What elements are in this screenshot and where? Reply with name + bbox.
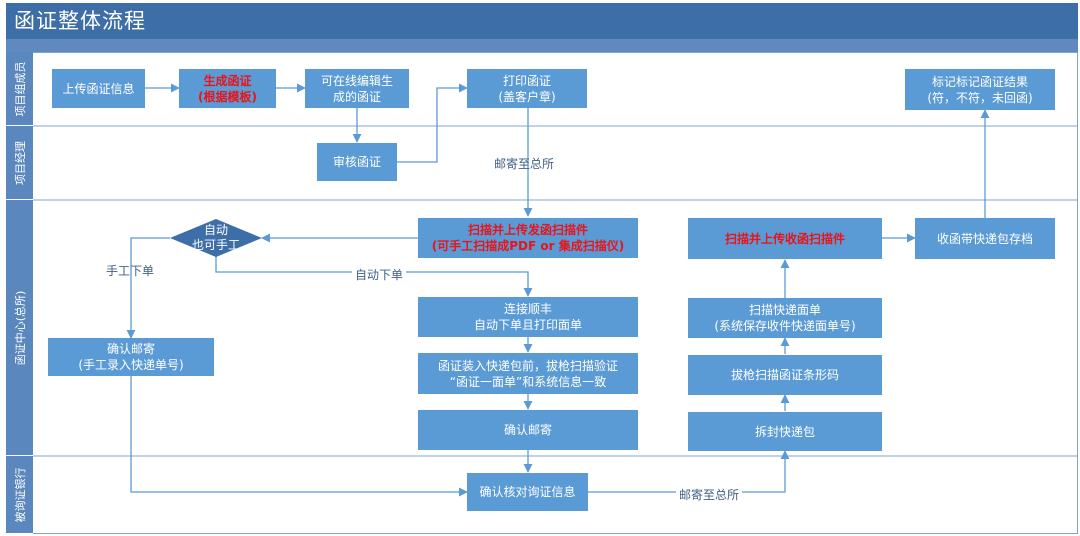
- edge-bank-to-unpack: [588, 450, 790, 493]
- edge-review-to-print: [397, 83, 468, 163]
- node-print-stamp: 打印函证 (盖客户章): [467, 69, 587, 108]
- node-pack-scan: 函证装入快递包前，拔枪扫描验证 “函证一面单”和系统信息一致: [418, 353, 638, 394]
- lane-header-project-manager: 项目经理: [6, 126, 33, 200]
- edge-label-auto-order: 自动下单: [352, 266, 407, 283]
- node-confirm-mail: 确认邮寄: [418, 410, 638, 450]
- edge-label-manual-order: 手工下单: [106, 264, 155, 278]
- node-scan-waybill: 扫描快递面单 (系统保存收件快递面单号): [688, 298, 882, 338]
- node-connect-sf: 连接顺丰 自动下单且打印面单: [418, 297, 638, 337]
- node-manual-confirm: 确认邮寄 (手工录入快递单号): [48, 338, 214, 376]
- edge-decision-manual: [126, 237, 170, 339]
- node-scan-barcode: 拔枪扫描函证条形码: [688, 355, 882, 395]
- edge-label-mail-to-hq-1: 邮寄至总所: [494, 157, 555, 171]
- node-generate: 生成函证 (根据模板): [179, 69, 276, 108]
- node-archive: 收函带快递包存档: [915, 218, 1055, 259]
- node-online-edit: 可在线编辑生 成的函证: [305, 69, 409, 108]
- edge-manual-to-bank: [130, 376, 468, 497]
- lane-header-confirmation-center: 函证中心(总所): [6, 200, 33, 456]
- lane-header-bank: 被询证银行: [6, 456, 33, 534]
- lane-header-project-members: 项目组成员: [6, 52, 33, 126]
- node-mark-result: 标记标记函证结果 (符，不符，未回函): [905, 69, 1055, 110]
- decision-diamond: [170, 219, 262, 257]
- node-bank-confirm: 确认核对询证信息: [467, 473, 588, 511]
- node-review: 审核函证: [317, 143, 397, 181]
- decision-label: 自动 也可手工: [191, 223, 240, 252]
- node-unpack: 拆封快递包: [688, 412, 882, 451]
- title-band: [6, 39, 1078, 52]
- node-scan-upload-receive: 扫描并上传收函扫描件: [688, 218, 882, 259]
- page-title: 函证整体流程: [6, 3, 1078, 39]
- node-upload-info: 上传函证信息: [52, 69, 145, 108]
- edge-label-mail-to-hq-2: 邮寄至总所: [676, 486, 743, 503]
- node-scan-upload-send: 扫描并上传发函扫描件 (可手工扫描成PDF or 集成扫描仪): [418, 218, 638, 258]
